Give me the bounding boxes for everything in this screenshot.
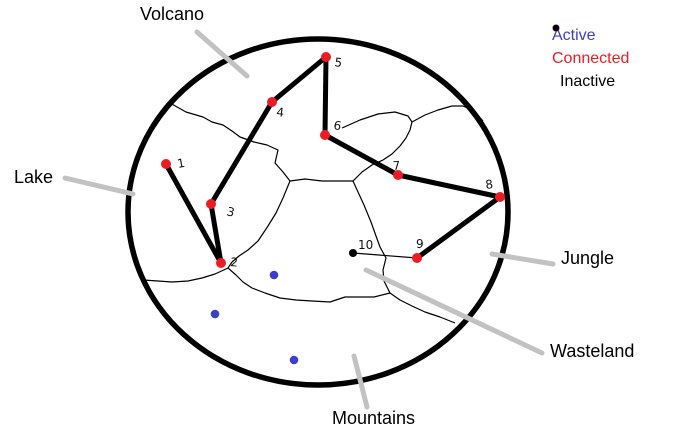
- node-10: [349, 249, 357, 257]
- node-label-3: 3: [225, 204, 236, 219]
- active-node: [269, 270, 279, 280]
- node-8: [495, 192, 505, 202]
- node-7: [393, 170, 403, 180]
- node-label-9: 9: [416, 237, 424, 251]
- node-4: [267, 97, 277, 107]
- legend-label-connected: Connected: [552, 49, 630, 67]
- volcano-callout-line: [194, 29, 250, 79]
- legend-label-active: Active: [552, 26, 596, 44]
- legend-label-inactive: Inactive: [560, 72, 616, 90]
- inactive-dot-icon: [552, 24, 560, 32]
- region-border-south: [227, 267, 391, 303]
- region-border-northeast-lower: [352, 121, 413, 182]
- legend: Active Connected Inactive: [552, 24, 629, 93]
- node-2: [216, 258, 226, 268]
- label-jungle: Jungle: [561, 248, 615, 268]
- lake-callout-line: [62, 175, 136, 197]
- node-5: [321, 52, 331, 62]
- active-node: [289, 355, 299, 365]
- connection-line-4-5: [269, 54, 329, 105]
- node-label-4: 4: [276, 105, 285, 120]
- legend-item-connected: Connected: [552, 24, 630, 70]
- connection-line-1-2: [163, 161, 224, 266]
- node-3: [206, 199, 216, 209]
- nodes-layer: 1 2 3 4 5 6 7 8 9 10: [161, 52, 505, 365]
- connection-line-7-8: [395, 172, 503, 200]
- node-label-7: 7: [392, 158, 401, 172]
- node-9: [412, 253, 422, 263]
- node-6: [320, 130, 330, 140]
- legend-item-inactive: Inactive: [552, 24, 629, 93]
- edges-layer: [163, 54, 503, 266]
- node-1: [161, 159, 171, 169]
- jungle-callout-line: [489, 251, 556, 267]
- legend-item-active: Active: [552, 24, 629, 47]
- connection-line-8-9: [414, 194, 503, 261]
- node-label-1: 1: [176, 156, 186, 171]
- node-label-2: 2: [230, 255, 239, 270]
- label-mountains: Mountains: [332, 408, 416, 428]
- region-border-southeast: [352, 180, 456, 324]
- region-border-southwest-upper: [227, 180, 291, 269]
- connection-line-5-6: [322, 54, 329, 138]
- wasteland-callout-line: [363, 267, 545, 356]
- node-label-10: 10: [358, 238, 373, 252]
- node-label-5: 5: [334, 55, 344, 70]
- connection-line-6-7: [322, 132, 401, 178]
- mountains-callout-line: [351, 353, 370, 410]
- connection-line-3-2: [208, 201, 224, 266]
- region-border-northeast-upper: [341, 105, 484, 129]
- active-node: [210, 309, 220, 319]
- node-label-8: 8: [484, 177, 494, 192]
- label-wasteland: Wasteland: [550, 341, 635, 361]
- node-label-6: 6: [332, 118, 342, 133]
- label-volcano: Volcano: [140, 4, 205, 24]
- region-border-west: [142, 267, 229, 283]
- region-border-center: [289, 178, 353, 182]
- island-boundary: [125, 36, 511, 388]
- label-lake: Lake: [14, 167, 54, 187]
- connection-line-3-4: [208, 99, 275, 207]
- link-line-10-9: [352, 252, 418, 259]
- region-border-northwest: [169, 102, 291, 182]
